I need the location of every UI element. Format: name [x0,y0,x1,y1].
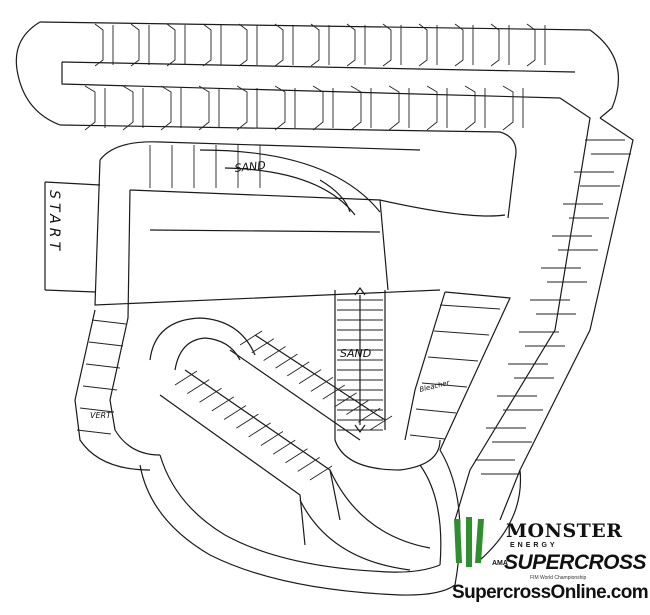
jump-face [85,363,121,369]
left-loop [149,317,256,371]
center-sand-lane [334,286,441,471]
jump-face [91,319,127,325]
supercross-wordmark: SUPERCROSS [504,551,647,574]
bleacher-label: Bleacher [419,378,452,393]
jump-face [563,203,609,219]
jump-face [541,267,587,283]
jump-face [263,346,286,361]
monster-claw-logo [454,517,484,567]
bottom-sweepers [139,449,522,596]
jump-face [202,23,222,67]
sand-top-label: SAND [234,159,266,175]
jump-face [198,85,220,131]
jump-face [79,407,115,413]
jump-face [409,434,446,440]
jump-face [239,330,263,346]
jump-face [187,379,210,395]
jump-face [274,85,296,131]
jump-face [388,85,410,131]
jump-face [585,139,631,155]
jump-face [346,400,369,415]
jump-face [530,299,576,315]
jump-face [309,465,333,481]
bottom-diagonal-lanes [159,330,393,546]
sand-top-section [199,149,381,216]
jump-face [236,413,259,429]
jump-face [526,23,546,67]
site-url: SupercrossOnline.com [452,582,649,603]
jump-face [415,408,457,414]
sand-mid-label: SAND [340,347,371,360]
jump-face [312,85,334,131]
jump-face [346,23,366,67]
jump-face [439,304,501,310]
jump-face [211,396,235,412]
jump-face [490,23,510,67]
jump-face [274,23,294,67]
jump-face [334,392,357,408]
jump-face [94,23,114,67]
right-rhythm-lane [454,97,634,521]
jump-face [421,382,468,388]
jump-face [322,384,345,400]
fim-caption: FIM World Championship [530,575,587,581]
jump-face [310,376,334,392]
jump-face [350,85,372,131]
jump-face [260,431,284,446]
jump-face [174,370,198,386]
ama-wordmark: AMA [492,560,508,567]
monster-wordmark: MONSTER [506,520,623,542]
energy-wordmark: ENERGY [510,542,558,549]
jump-face [287,361,310,377]
top-upper-straight [15,21,620,126]
left-vertical-lane [74,309,161,471]
jump-face [426,85,448,131]
jump-face [251,338,275,354]
jump-face [357,407,381,423]
jump-face [248,422,271,438]
jump-face [464,85,486,131]
jump-face [508,363,554,379]
start-label: START [46,190,62,254]
jump-face [475,459,521,475]
jump-face [433,330,490,336]
branding-block: MONSTER ENERGY AMA SUPERCROSS FIM World … [444,512,650,615]
jump-face [298,369,322,385]
jump-face [382,23,402,67]
jump-face [369,415,393,431]
jump-face [76,429,112,435]
jump-face [166,23,186,67]
middle-rhythm-lane [404,291,511,451]
jump-face [223,405,247,420]
jump-face [238,23,258,67]
jump-face [82,385,118,391]
vert-label: VERT [90,411,112,420]
jump-face [122,85,144,131]
jump-face [502,85,524,131]
jump-face [130,23,150,67]
jump-face [519,331,565,347]
jump-face [297,456,320,472]
jump-face [418,23,438,67]
start-area [44,141,506,319]
jump-face [199,387,222,403]
jump-face [285,448,308,464]
jump-face [497,395,543,411]
jump-face [236,85,258,131]
jump-face [454,23,474,67]
jump-face [275,353,298,369]
jump-face [160,85,182,131]
jump-face [427,356,479,362]
jump-face [552,235,598,251]
jump-face [486,427,532,443]
jump-face [272,439,296,455]
top-lower-straight [59,62,561,219]
jump-face [88,341,124,347]
jump-face [574,171,620,187]
jump-face [310,23,330,67]
jump-face [84,85,106,131]
